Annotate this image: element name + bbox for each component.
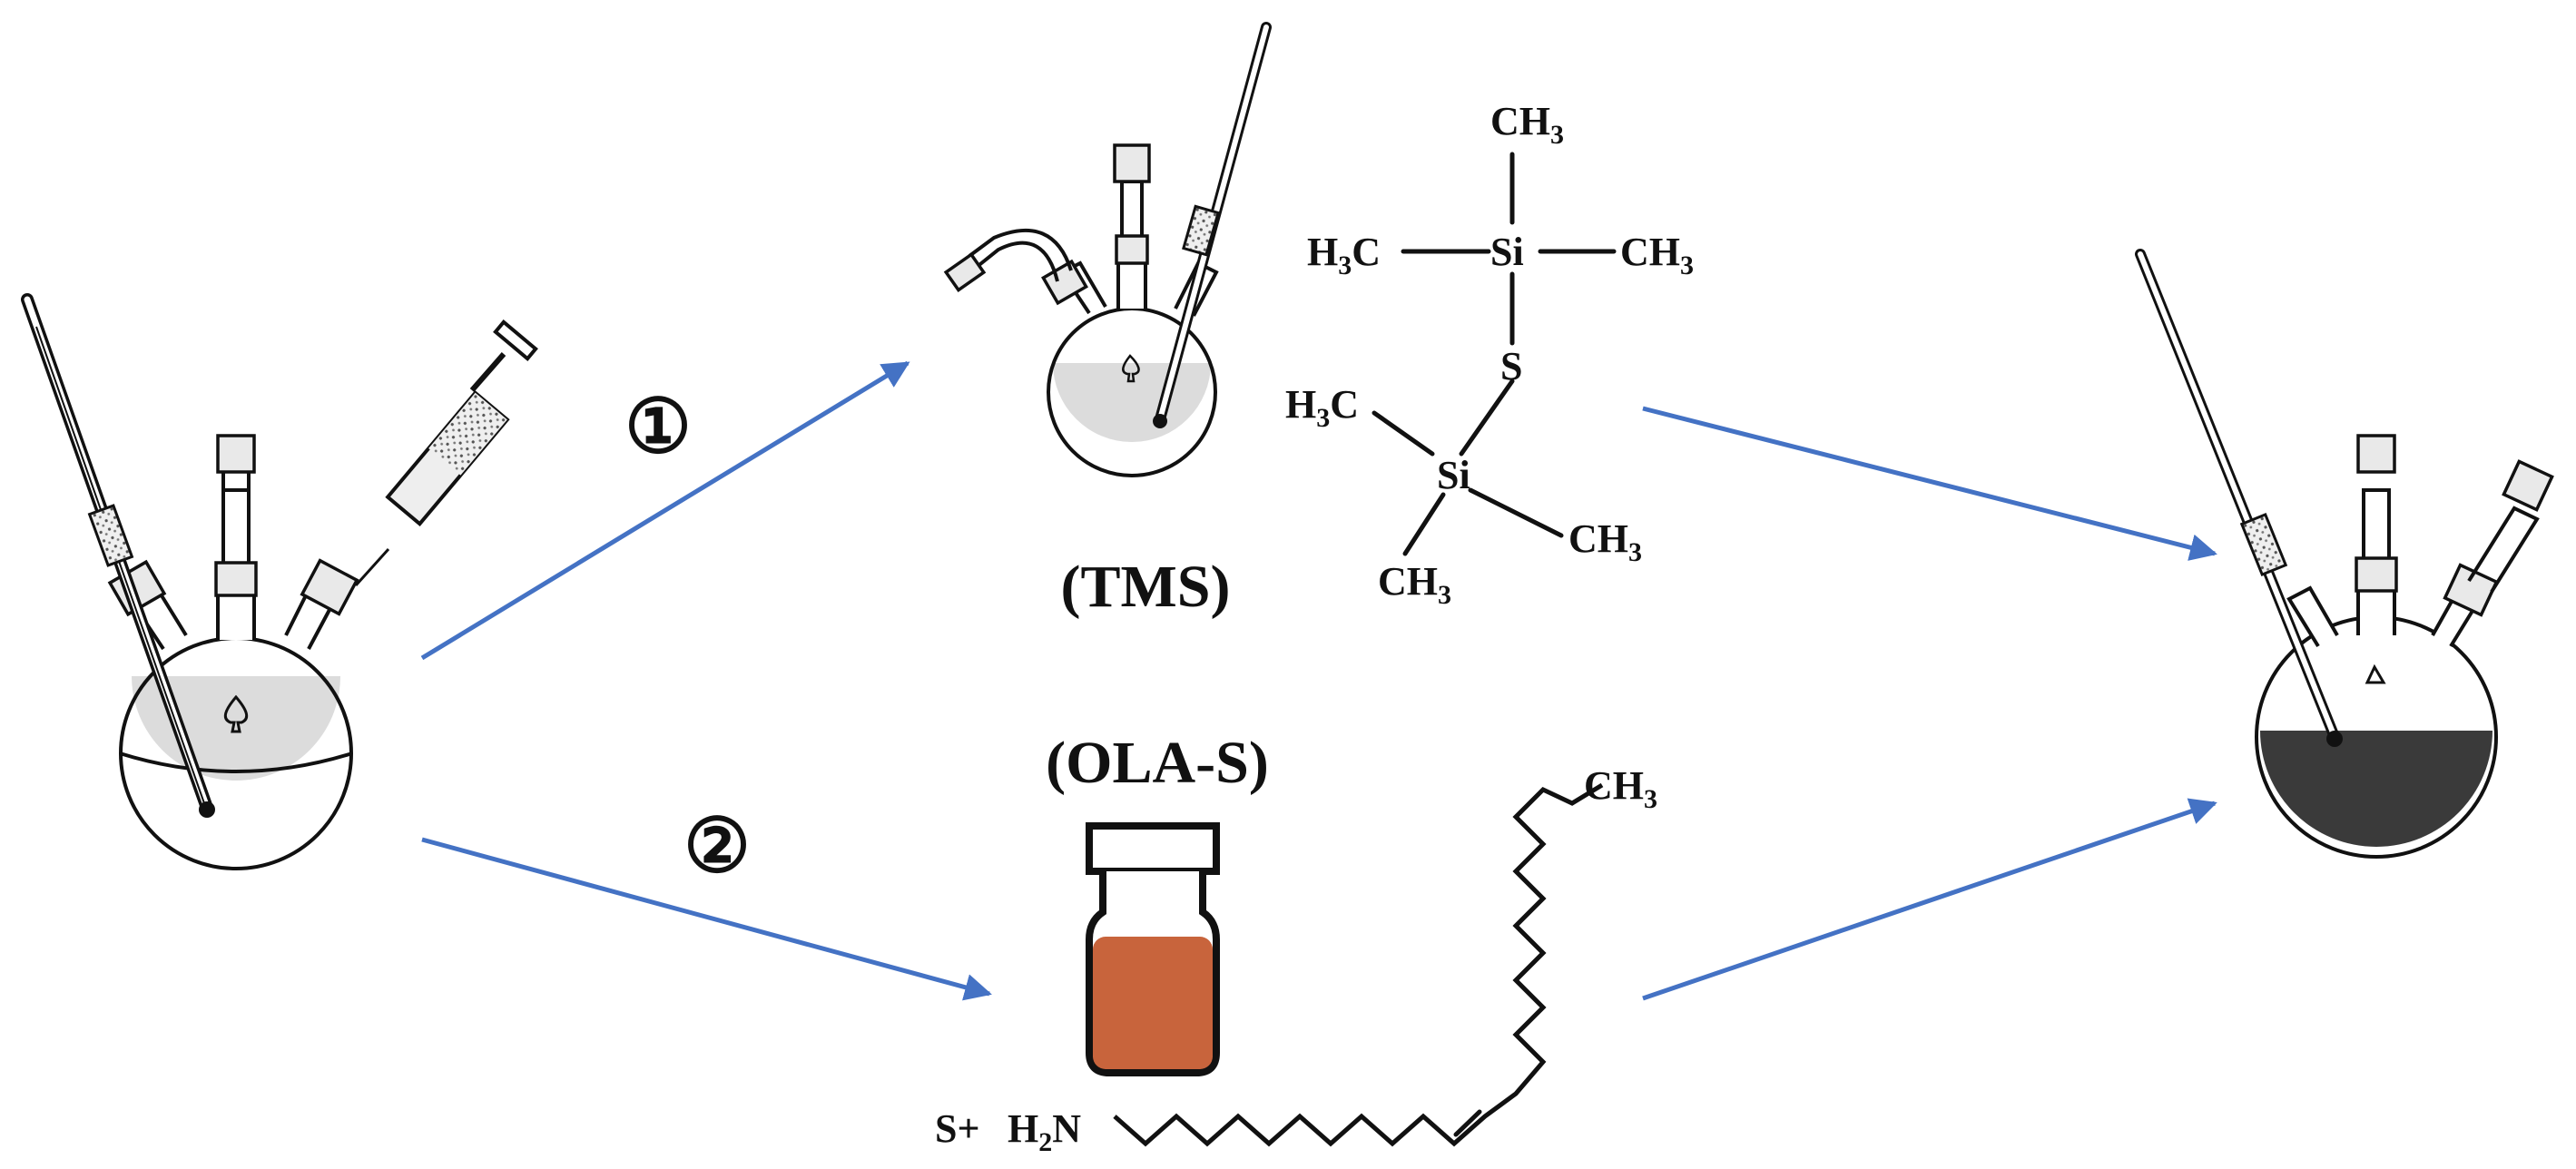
tms-label: (TMS) xyxy=(1061,554,1231,620)
oleylamine-prefix: S+ xyxy=(935,1106,980,1151)
tms-flask-setup xyxy=(943,22,1272,477)
reaction-arrows xyxy=(420,360,2217,1001)
starting-flask-setup xyxy=(21,293,538,870)
tms-bottom-methyl: CH3 xyxy=(1378,559,1451,610)
tms-sulfur: S xyxy=(1500,344,1522,388)
product-liquid xyxy=(2260,731,2492,847)
oleylamine-end-methyl: CH3 xyxy=(1584,763,1657,814)
vial-liquid xyxy=(1093,937,1213,1069)
thermometer-icon xyxy=(21,293,215,818)
tms-left-methyl: H3C xyxy=(1307,230,1381,280)
syringe-icon xyxy=(354,319,538,587)
tms-si-bottom: Si xyxy=(1437,453,1470,497)
step-1-label: ① xyxy=(624,386,692,468)
arrow-icon xyxy=(420,360,910,661)
tms-structure: CH3 H3C Si CH3 S H3C Si CH3 CH3 xyxy=(1285,99,1694,610)
product-flask-setup xyxy=(2135,249,2554,859)
tms-lower-left-methyl: H3C xyxy=(1285,382,1359,433)
step-2-label: ② xyxy=(683,805,751,888)
arrow-icon xyxy=(1642,406,2217,561)
vial-icon xyxy=(1086,822,1220,1076)
thermometer-icon xyxy=(1153,22,1272,428)
tms-right-methyl: CH3 xyxy=(1620,230,1694,280)
three-neck-flask-icon xyxy=(2255,434,2554,859)
thermometer-icon xyxy=(2135,249,2343,747)
arrow-icon xyxy=(421,837,992,1001)
oleylamine-structure: S+ H2N CH3 xyxy=(935,763,1657,1157)
oleylamine-amine: H2N xyxy=(1008,1106,1081,1157)
tms-top-methyl: CH3 xyxy=(1490,99,1564,150)
tms-si-top: Si xyxy=(1490,230,1524,274)
ola-s-label: (OLA-S) xyxy=(1046,730,1269,796)
vial-cap xyxy=(1086,822,1220,875)
tms-lower-right-methyl: CH3 xyxy=(1568,516,1642,567)
arrow-icon xyxy=(1642,798,2217,1001)
